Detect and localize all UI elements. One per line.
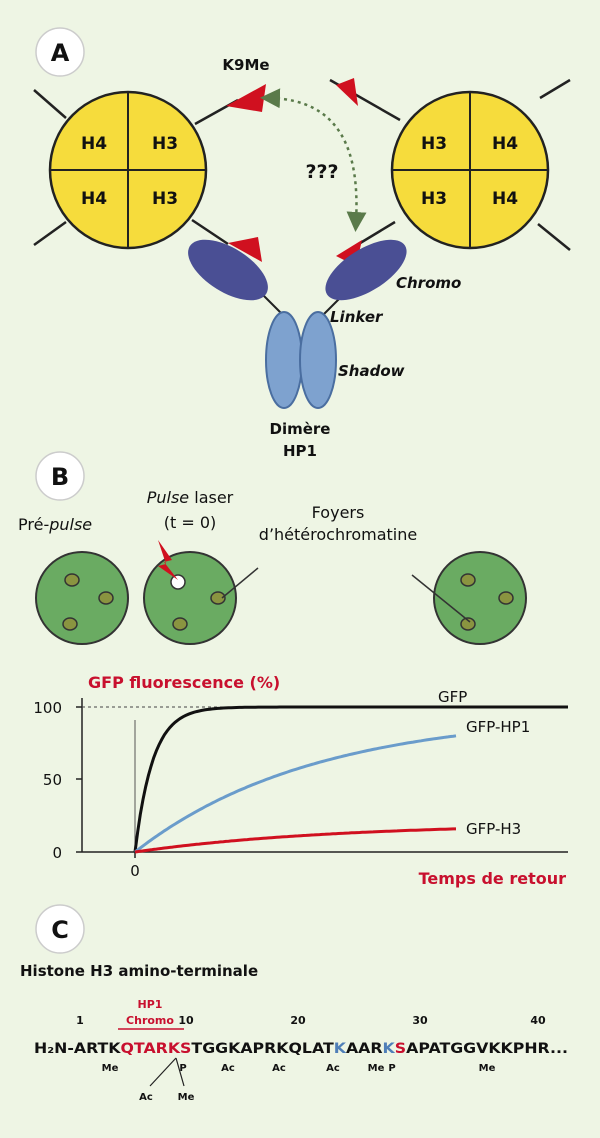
chromo-domain-right [325,239,407,301]
y-tick-label: 100 [33,699,62,717]
foyers-label-2: d’hétérochromatine [259,525,417,544]
methyl-flag-icon [226,84,266,112]
modification-label: Ac [221,1063,235,1074]
interaction-arrow [260,88,367,232]
dimer-label: Dimère [270,420,331,438]
shadow-domain-left [265,311,303,409]
histone-label: H4 [81,134,107,154]
panel-a: A K9Me H4 H3 H4 H3 [33,27,571,460]
pulse-time-label: (t = 0) [164,513,217,532]
shadow-label: Shadow [338,362,405,380]
modification-label: Me [479,1063,496,1074]
modification-label: P [388,1063,395,1074]
x-axis-label: Temps de retour [419,869,567,888]
modification-label: Me [178,1092,195,1103]
pulse-laser-label: Pulse laser [147,488,234,507]
histone-label: H3 [421,189,447,209]
panel-b-letter: B [51,463,69,491]
histone-label: H4 [492,189,518,209]
histone-label: H4 [492,134,518,154]
question-marks: ??? [305,161,338,183]
histone-label: H3 [152,189,178,209]
modification-label: Ac [326,1063,340,1074]
chromo-domain-left [188,239,268,301]
position-label: 40 [530,1014,546,1027]
pre-pulse-label: Pré-pulse [18,515,92,534]
histone-label: H4 [81,189,107,209]
y-axis-label: GFP fluorescence (%) [88,673,280,692]
right-nucleosome: H3 H4 H3 H4 [390,90,550,250]
left-nucleosome: H4 H3 H4 H3 [48,90,208,250]
k9me-label: K9Me [222,56,269,74]
histone-label: H3 [421,134,447,154]
series-label-gfp-hp1: GFP-HP1 [466,718,530,736]
series-line-gfp-hp1 [134,734,457,854]
modification-label: Me [102,1063,119,1074]
hp1-site-label: HP1 [138,998,163,1011]
panel-c-letter: C [51,916,69,944]
position-label: 30 [412,1014,428,1027]
cell-pulse [143,540,259,645]
y-tick-label: 0 [52,844,62,862]
hp1-dimer [188,239,407,409]
histone-h3-title: Histone H3 amino-terminale [20,962,258,980]
position-label: 20 [290,1014,306,1027]
series-line-gfp-h3 [134,827,456,854]
series-line-gfp [133,705,568,853]
modification-label: Me [368,1063,385,1074]
cell-recovered [411,551,527,645]
series-label-gfp-h3: GFP-H3 [466,820,521,838]
x-tick-label: 0 [130,862,140,880]
panel-c: C Histone H3 amino-terminale HP1 Chromo … [20,904,568,1103]
hp1-label: HP1 [283,442,317,460]
panel-b: B Pré-pulse Pulse laser (t = 0) Foyers d… [18,451,568,888]
modification-label: Ac [272,1063,286,1074]
y-ticks: 100 50 0 [33,699,82,862]
histone-label: H3 [152,134,178,154]
recovery-chart: GFP fluorescence (%) Temps de retour 100… [33,673,568,888]
cell-pre-pulse [35,551,129,645]
panel-a-letter: A [51,39,70,67]
shadow-domain-right [299,311,337,409]
position-label: 1 [76,1014,84,1027]
linker-label: Linker [330,308,384,326]
y-tick-label: 50 [43,771,62,789]
position-label: 10 [178,1014,194,1027]
modification-label: P [179,1063,186,1074]
laser-bolt-icon [158,540,178,580]
modification-label: Ac [139,1092,153,1103]
chromo-label: Chromo [396,274,461,292]
series-label-gfp: GFP [438,688,467,706]
foyers-label: Foyers [312,503,365,522]
methyl-flag-icon [228,237,262,262]
chromo-site-label: Chromo [126,1014,174,1027]
